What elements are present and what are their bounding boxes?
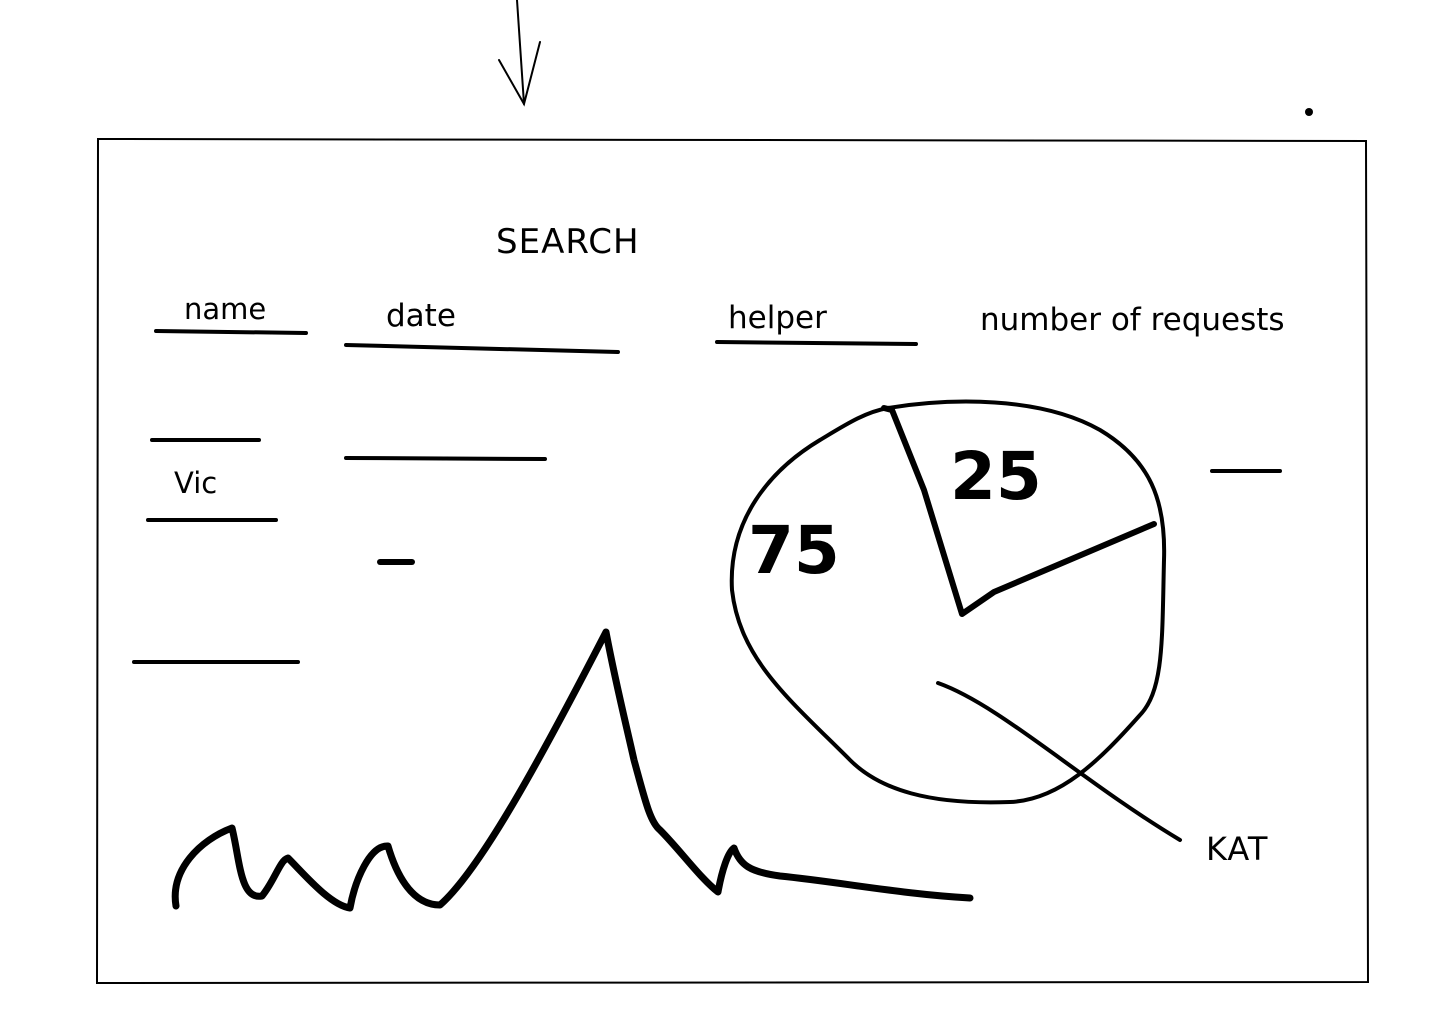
search-title[interactable]: SEARCH bbox=[496, 222, 640, 262]
line-chart-sketch bbox=[171, 628, 974, 912]
pie-outline bbox=[729, 399, 1167, 805]
header-underlines bbox=[154, 329, 918, 354]
pie-label-small: 25 bbox=[950, 438, 1042, 515]
placeholder-lines bbox=[132, 438, 1282, 664]
column-header-helper[interactable]: helper bbox=[728, 300, 827, 336]
down-arrow-icon bbox=[498, 0, 541, 107]
pie-divider-25 bbox=[881, 405, 1157, 617]
column-header-name[interactable]: name bbox=[184, 292, 267, 326]
pie-chart bbox=[729, 399, 1167, 805]
column-header-date[interactable]: date bbox=[386, 298, 456, 334]
row-name-cell: Vic bbox=[174, 466, 218, 500]
pie-callout-label: KAT bbox=[1206, 830, 1269, 868]
pie-label-large: 75 bbox=[748, 512, 840, 589]
stray-dot bbox=[1305, 108, 1313, 116]
callout-line bbox=[936, 681, 1182, 842]
column-header-number-of-requests[interactable]: number of requests bbox=[980, 302, 1285, 338]
screen-frame bbox=[95, 137, 1370, 985]
